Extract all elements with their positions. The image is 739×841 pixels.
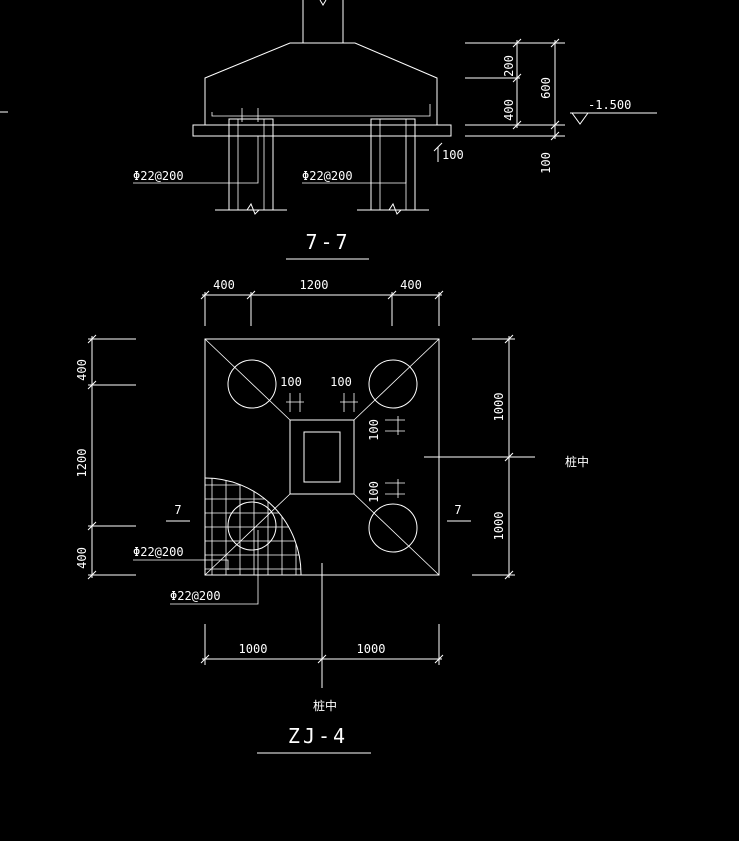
- diagonal: [353, 493, 440, 576]
- section-mark-right: 7: [454, 503, 461, 517]
- dim-tick: [550, 131, 560, 141]
- column-base: [289, 419, 355, 495]
- section-title: 7-7: [305, 230, 350, 254]
- dim-tick: [200, 290, 210, 300]
- dim-right-1: 1000: [492, 393, 506, 422]
- rebar-leader-left: [133, 136, 259, 184]
- diagonal: [204, 338, 291, 421]
- rebar-label-right: Φ22@200: [302, 169, 353, 183]
- dim-tick: [504, 570, 514, 580]
- plan-zj-4: Φ22@200 Φ22@200 400 1200 400 400 1200 40…: [75, 278, 589, 754]
- rebar-leader-right: [302, 136, 407, 184]
- pile-circle: [227, 501, 277, 551]
- inner-dim-2: 100: [330, 375, 352, 389]
- pile-circle: [368, 503, 418, 553]
- rebar-label-2: Φ22@200: [170, 589, 221, 603]
- dim-600: 600: [539, 77, 553, 99]
- diagonal: [204, 493, 291, 576]
- dim-tick: [200, 654, 210, 664]
- dim-top-1: 400: [213, 278, 235, 292]
- pile-break-left: [215, 202, 287, 215]
- pile-break-right: [357, 202, 429, 215]
- rebar-leader-2: [170, 530, 259, 605]
- inner-dim-4: 100: [367, 481, 381, 503]
- dim-tick: [317, 654, 327, 664]
- section-mark-left: 7: [174, 503, 181, 517]
- dim-left-2: 1200: [75, 449, 89, 478]
- rebar-leader-1: [133, 559, 229, 570]
- pile-cap-outline: [204, 42, 438, 126]
- dim-tick: [512, 38, 522, 48]
- dim-tick: [387, 290, 397, 300]
- column-section: [303, 431, 341, 483]
- dim-tick: [504, 452, 514, 462]
- pile-left: [228, 118, 274, 211]
- dim-tick: [87, 380, 97, 390]
- dim-tick: [246, 290, 256, 300]
- dim-tick: [434, 654, 444, 664]
- rebar-label-1: Φ22@200: [133, 545, 184, 559]
- dim-tick: [550, 120, 560, 130]
- dim-right-2: 1000: [492, 512, 506, 541]
- dim-left-3: 400: [75, 547, 89, 569]
- dim-top-2: 1200: [300, 278, 329, 292]
- cushion-layer: [192, 124, 452, 137]
- cap-rebar-line: [211, 104, 431, 117]
- elevation-triangle: [571, 112, 589, 125]
- dim-100-bottom: 100: [539, 152, 553, 174]
- dim-tick: [434, 290, 444, 300]
- dim-bottom-2: 1000: [357, 642, 386, 656]
- pile-right: [370, 118, 416, 211]
- rebar-mesh-boundary: [204, 477, 302, 576]
- dim-tick: [512, 73, 522, 83]
- pile-center-label-bottom: 桩中: [313, 698, 337, 713]
- dim-tick: [87, 570, 97, 580]
- elevation-value: -1.500: [588, 98, 631, 112]
- inner-dim-1: 100: [280, 375, 302, 389]
- rebar-label-left: Φ22@200: [133, 169, 184, 183]
- plan-title: ZJ-4: [288, 724, 348, 748]
- diagonal: [353, 338, 440, 421]
- dim-tick: [504, 334, 514, 344]
- column-break-mark: [319, 0, 327, 6]
- dim-left-1: 400: [75, 359, 89, 381]
- dim-100-side: 100: [442, 148, 464, 162]
- dim-tick: [87, 521, 97, 531]
- inner-dim-3: 100: [367, 419, 381, 441]
- dim-top-3: 400: [400, 278, 422, 292]
- dim-tick: [433, 142, 443, 152]
- dim-200: 200: [502, 55, 516, 77]
- pile-circle: [368, 359, 418, 409]
- pile-circle: [227, 359, 277, 409]
- dim-tick: [512, 120, 522, 130]
- pile-center-label-right: 桩中: [565, 454, 589, 469]
- dim-tick: [87, 334, 97, 344]
- dim-bottom-1: 1000: [239, 642, 268, 656]
- section-7-7: Φ22@200 Φ22@200 200 400 600 100 100 -1.5…: [0, 0, 657, 260]
- dim-400: 400: [502, 99, 516, 121]
- dim-tick: [550, 38, 560, 48]
